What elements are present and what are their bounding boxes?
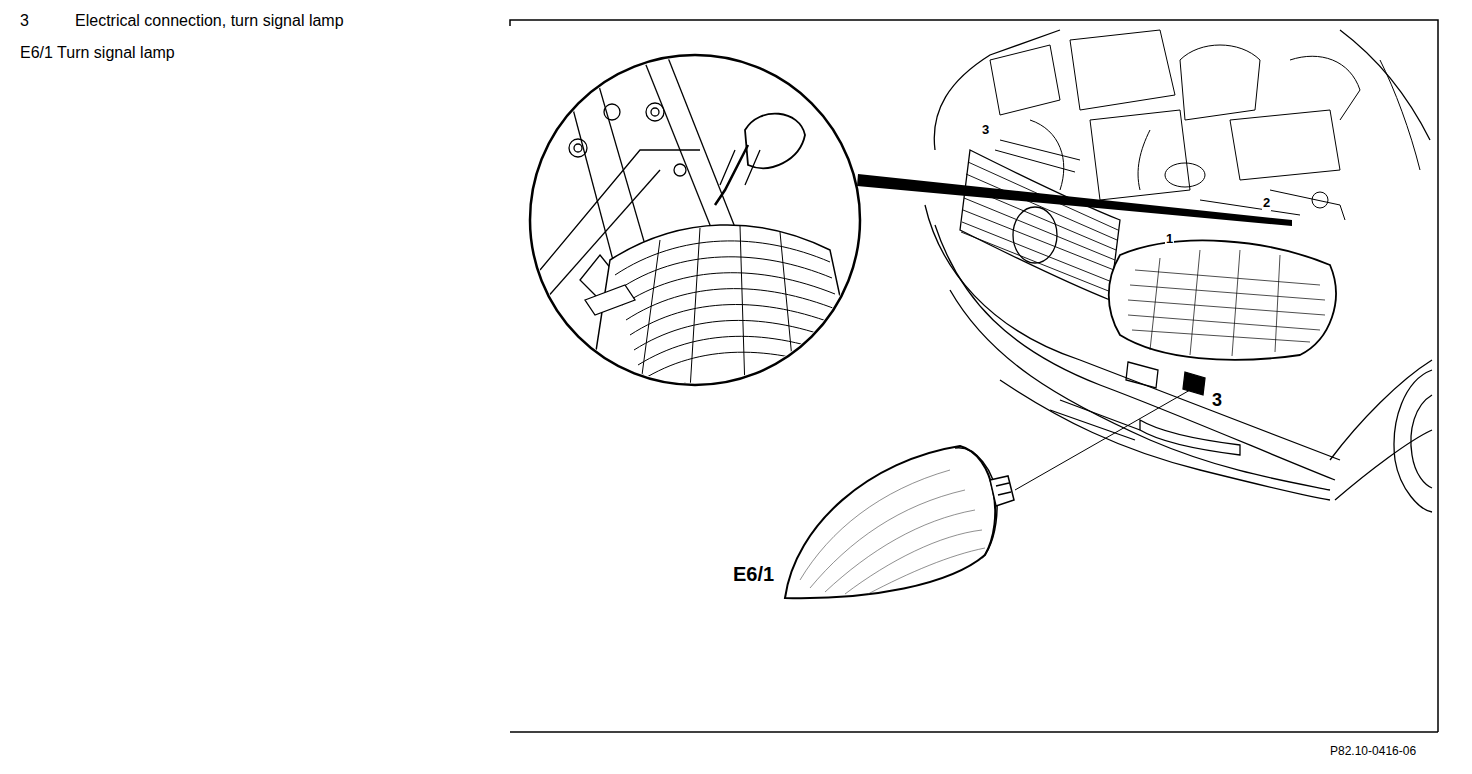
callout-number: 3: [1212, 390, 1222, 411]
leader-line: [1015, 390, 1190, 490]
legend-text: Electrical connection, turn signal lamp: [75, 12, 344, 30]
callout-number: 2: [1262, 196, 1271, 211]
reference-number: P82.10-0416-06: [1330, 745, 1416, 759]
callout-number: 3: [981, 123, 990, 138]
frame: [510, 20, 1438, 732]
turn-signal-lamp: [785, 446, 1014, 598]
legend-text: E6/1 Turn signal lamp: [20, 44, 175, 62]
car-front: [925, 30, 1432, 512]
part-label: E6/1: [733, 563, 774, 586]
callout-number: 3: [20, 12, 29, 30]
callout-number: 1: [1165, 232, 1174, 247]
